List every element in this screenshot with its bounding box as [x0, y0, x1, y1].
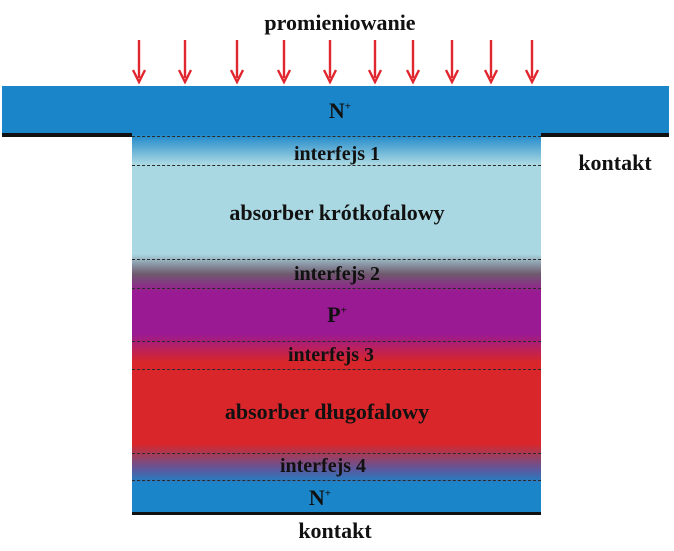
- top-n-text: N: [328, 98, 345, 123]
- dash-2: [132, 165, 541, 166]
- bottom-n-text: N: [308, 485, 325, 510]
- bottom-n-label: N+: [270, 485, 370, 511]
- interface-2-label: interfejs 2: [293, 263, 381, 285]
- radiation-arrow-icon: [525, 40, 539, 84]
- radiation-arrow-icon: [132, 40, 146, 84]
- radiation-arrow-icon: [277, 40, 291, 84]
- layer-stack: [132, 134, 541, 513]
- interface-4-label: interfejs 4: [279, 455, 367, 477]
- dash-3: [132, 259, 541, 260]
- radiation-arrow-icon: [406, 40, 420, 84]
- radiation-arrow-icon: [323, 40, 337, 84]
- radiation-arrow-icon: [445, 40, 459, 84]
- contact-bottom-label: kontakt: [298, 518, 372, 543]
- radiation-label: promieniowanie: [264, 10, 416, 35]
- top-n-label: N+: [290, 98, 390, 124]
- p-layer-label: P+: [287, 302, 387, 328]
- long-absorber-label: absorber długofalowy: [224, 399, 430, 424]
- dash-4: [132, 288, 541, 289]
- p-layer-sup: +: [340, 304, 347, 317]
- dash-1: [132, 136, 541, 137]
- radiation-arrow-icon: [484, 40, 498, 84]
- top-n-layer: [2, 86, 669, 134]
- contact-right-label: kontakt: [578, 150, 652, 175]
- short-absorber-label: absorber krótkofalowy: [229, 200, 445, 225]
- radiation-arrow-icon: [230, 40, 244, 84]
- dash-8: [132, 480, 541, 481]
- radiation-arrow-icon: [368, 40, 382, 84]
- bottom-contact-line: [132, 512, 541, 515]
- bottom-n-sup: +: [324, 487, 332, 500]
- p-layer-text: P: [327, 302, 341, 327]
- interface-3-label: interfejs 3: [287, 344, 375, 366]
- dash-7: [132, 453, 541, 454]
- dash-6: [132, 369, 541, 370]
- dash-5: [132, 341, 541, 342]
- top-n-sup: +: [344, 100, 352, 113]
- top-contact-line: [2, 133, 132, 137]
- interface-1-label: interfejs 1: [293, 143, 381, 165]
- radiation-arrow-icon: [178, 40, 192, 84]
- top-contact-line-right: [541, 133, 669, 137]
